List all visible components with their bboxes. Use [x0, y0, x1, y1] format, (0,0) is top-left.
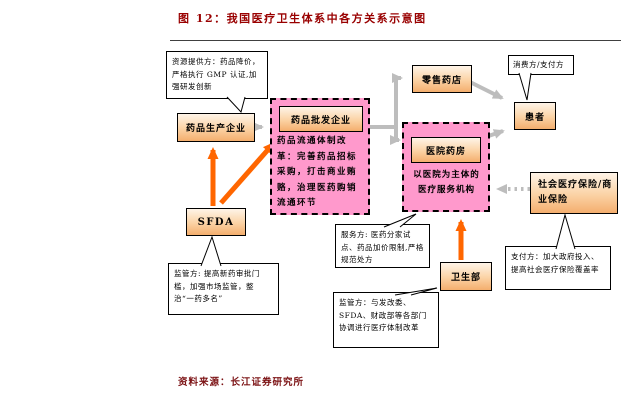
- callout-payer: 支付方：加大政府投入、提高社会医疗保险覆盖率: [505, 246, 611, 290]
- tail-sfda-callout-to-sfda: [200, 235, 222, 267]
- node-sfda: SFDA: [186, 208, 246, 236]
- callout-consumer-payer: 消费方/支付方: [508, 55, 574, 75]
- node-retail-pharmacy: 零售药店: [412, 65, 472, 93]
- callout-moh-regulator: 监管方：与发改委、SFDA、财政部等各部门协调进行医疗体制改革: [333, 292, 439, 348]
- arrow-sfda-to-wholesale: [219, 141, 275, 205]
- tail-consumer-to-patient: [518, 72, 532, 101]
- node-patient: 患者: [514, 102, 556, 130]
- hospital-note: 以医院为主体的医疗服务机构: [413, 170, 480, 195]
- tail-payer-to-insurance: [555, 213, 576, 250]
- figure-title: 图 12：我国医疗卫生体系中各方关系示意图: [178, 12, 427, 25]
- group-hospital-services: 医院药房 以医院为主体的医疗服务机构: [402, 122, 490, 212]
- node-hospital-pharmacy: 医院药房: [411, 137, 481, 163]
- callout-resource-provider: 资源提供方：药品降价，严格执行 GMP 认证,加强研发创新: [166, 51, 268, 99]
- node-drug-manufacturer: 药品生产企业: [177, 113, 255, 142]
- wholesale-reform-note: 药品流通体制改革：完善药品招标采购，打击商业贿赂，治理医药购销流通环节: [277, 136, 358, 208]
- node-drug-wholesaler: 药品批发企业: [279, 106, 363, 132]
- tail-resource-to-producer: [226, 96, 246, 114]
- group-drug-wholesale: 药品批发企业 药品流通体制改革：完善药品招标采购，打击商业贿赂，治理医药购销流通…: [270, 98, 370, 215]
- title-divider: [170, 40, 621, 41]
- callout-sfda-regulator: 监管方: 提高新药审批门槛，加强市场监管，整治“一药多名”: [168, 263, 279, 315]
- arrow-wholesale-to-retail: [370, 73, 403, 129]
- node-insurance: 社会医疗保险/商业保险: [530, 172, 618, 214]
- arrow-retail-to-patient: [469, 80, 504, 100]
- arrow-wholesale-to-hospital: [390, 127, 401, 145]
- node-ministry-of-health: 卫生部: [440, 262, 492, 291]
- callout-service-provider: 服务方: 医药分家试点、药品加价限制,严格规范处方: [335, 224, 430, 268]
- source-line: 资料来源：长江证券研究所: [178, 377, 305, 388]
